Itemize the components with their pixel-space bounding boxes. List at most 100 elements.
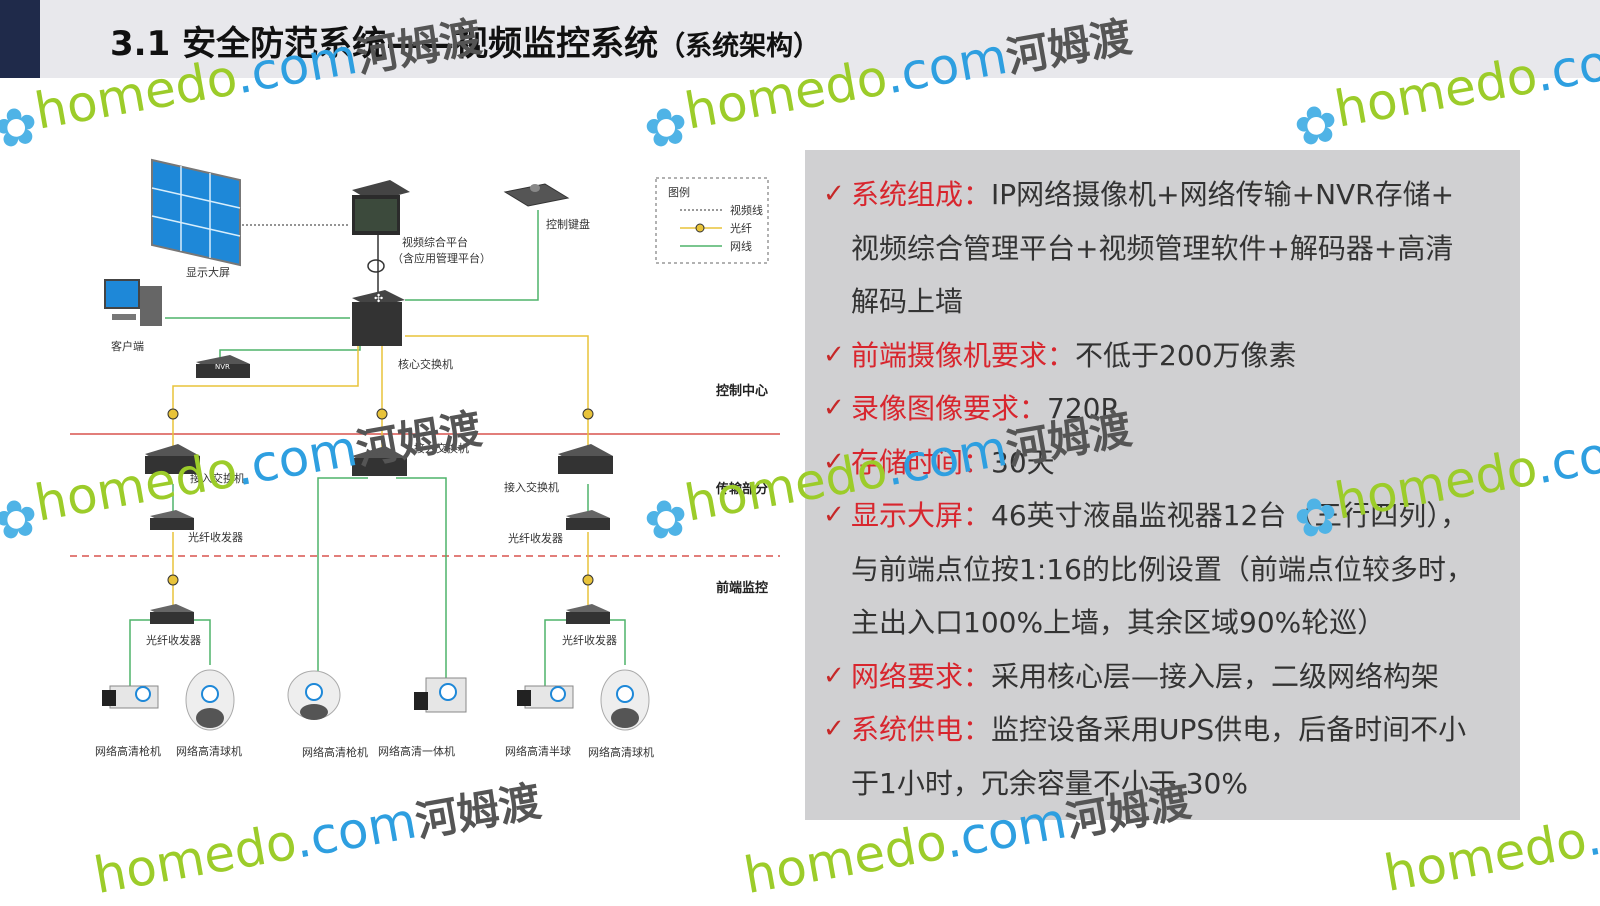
fiber-transceiver-left-icon [150,510,194,530]
fiber-transceiver-right-icon [566,510,610,530]
link-nvr [219,345,361,358]
zone-control: 控制中心 [716,383,768,399]
label-access-right: 接入交换机 [504,480,559,494]
label-access-mid: 接入交换机 [414,441,469,455]
access-switch-left-icon [145,444,200,474]
req-power-cont: 于1小时，冗余容量不小于 30% [823,757,1520,811]
camera-bullet-left-icon [102,685,159,709]
camera-dome-mid-icon [287,670,341,720]
keyboard-icon [503,183,570,207]
label-keyboard: 控制键盘 [546,217,590,231]
req-key: 录像图像要求： [851,392,1048,425]
camera-dome-right-icon [600,669,650,731]
req-camera: ✓前端摄像机要求：不低于200万像素 [823,329,1520,383]
zone-front: 前端监控 [716,580,768,596]
check-icon: ✓ [823,714,845,744]
req-display: ✓显示大屏：46英寸液晶监视器12台（三行四列）， [823,489,1520,543]
svg-text:✣: ✣ [374,292,383,305]
zone-transport: 传输部分 [715,481,768,497]
check-icon: ✓ [823,393,845,423]
label-access-left: 接入交换机 [190,471,245,485]
req-power: ✓系统供电：监控设备采用UPS供电，后备时间不小 [823,703,1520,757]
fiber-node-left [167,408,179,420]
page-title: 3.1 安全防范系统——视频监控系统（系统架构） [110,16,820,65]
req-text: 于1小时，冗余容量不小于 30% [851,766,1248,800]
access-switch-mid-icon [352,446,407,476]
label-fiber-bottom-left: 光纤收发器 [146,633,201,647]
req-text: 46英寸液晶监视器12台（三行四列）， [991,499,1469,532]
nvr-icon [196,355,250,378]
req-text: 监控设备采用UPS供电，后备时间不小 [991,713,1467,746]
access-switch-right-icon [558,444,613,474]
req-recording: ✓录像图像要求：720P [823,382,1520,436]
check-icon: ✓ [823,660,845,691]
req-key: 系统供电： [851,713,992,746]
req-key: 前端摄像机要求： [851,338,1076,372]
label-client: 客户端 [111,339,144,353]
architecture-diagram: 显示大屏 视频综合平台 （含应用管理平台） 控制键盘 客户端 ✣ 核心交换机 N… [70,158,780,759]
label-fiber-right: 光纤收发器 [508,531,563,545]
check-icon: ✓ [823,446,845,477]
req-display-cont: 与前端点位按1:16的比例设置（前端点位较多时， [823,543,1520,597]
label-core-switch: 核心交换机 [398,357,453,371]
requirements-list: ✓系统组成：IP网络摄像机+网络传输+NVR存储+ 视频综合管理平台+视频管理软… [805,150,1520,810]
check-icon: ✓ [823,339,845,370]
header-bar: 3.1 安全防范系统——视频监控系统（系统架构） [0,0,1600,78]
display-wall-icon [151,158,241,267]
fiber-node-bottom-right [582,574,594,586]
legend-network: 网线 [730,239,752,253]
camera-dome-left-icon [185,669,235,731]
req-text: 720P [1047,392,1118,425]
link-cams-mid-left [317,477,368,675]
check-icon: ✓ [823,500,845,530]
title-main: 3.1 安全防范系统——视频监控系统 [110,24,659,64]
label-fiber-bottom-right: 光纤收发器 [562,633,617,647]
fiber-core-right [405,335,589,448]
req-storage: ✓存储时间：30天 [823,436,1520,490]
label-display-wall: 显示大屏 [186,265,230,279]
requirements-panel: ✓系统组成：IP网络摄像机+网络传输+NVR存储+ 视频综合管理平台+视频管理软… [805,150,1520,820]
req-text: 视频综合管理平台+视频管理软件+解码器+高清 [851,231,1454,265]
req-system-composition: ✓系统组成：IP网络摄像机+网络传输+NVR存储+ [823,168,1520,222]
legend-box: 图例 视频线 光纤 网线 [655,177,769,264]
header-accent-block [0,0,40,78]
req-key: 存储时间： [851,445,992,479]
video-platform-icon [352,180,410,235]
core-switch-icon: ✣ [352,290,405,346]
label-fiber-left: 光纤收发器 [188,530,243,544]
fiber-core-left [172,345,359,448]
req-text: IP网络摄像机+网络传输+NVR存储+ [991,178,1455,211]
label-platform-2: （含应用管理平台） [392,251,491,265]
check-icon: ✓ [823,179,845,209]
link-connector [367,259,385,273]
label-cam2: 网络高清球机 [176,744,242,758]
req-text: 主出入口100%上墙，其余区域90%轮巡） [851,606,1386,639]
fiber-node-right [582,408,594,420]
req-key: 网络要求： [851,659,992,693]
watermark: homedo.com河姆渡 [89,776,545,906]
label-cam1: 网络高清枪机 [95,744,161,758]
req-text: 采用核心层—接入层，二级网络构架 [991,659,1440,693]
legend-video-line: 视频线 [730,203,763,217]
req-text: 与前端点位按1:16的比例设置（前端点位较多时， [851,552,1474,586]
label-cam6: 网络高清球机 [588,745,654,759]
legend-fiber: 光纤 [730,221,752,235]
req-display-cont2: 主出入口100%上墙，其余区域90%轮巡） [823,596,1520,650]
camera-bullet-right-icon [517,685,574,709]
camera-box-mid-icon [414,677,467,713]
req-system-composition-cont2: 解码上墙 [823,275,1520,329]
legend-title: 图例 [668,185,690,199]
label-platform-1: 视频综合平台 [402,235,468,249]
fiber-transceiver-bottom-left-icon [150,604,194,624]
label-cam3: 网络高清枪机 [302,745,368,759]
client-pc-icon [104,279,162,326]
req-text: 30天 [991,445,1055,479]
req-key: 显示大屏： [851,499,992,532]
label-cam4: 网络高清一体机 [378,744,455,758]
fiber-node-mid [376,408,388,420]
req-system-composition-cont: 视频综合管理平台+视频管理软件+解码器+高清 [823,222,1520,276]
label-cam5: 网络高清半球 [505,744,571,758]
req-key: 系统组成： [851,178,992,211]
req-text: 不低于200万像素 [1075,338,1297,372]
link-cams-mid-right [396,477,447,690]
